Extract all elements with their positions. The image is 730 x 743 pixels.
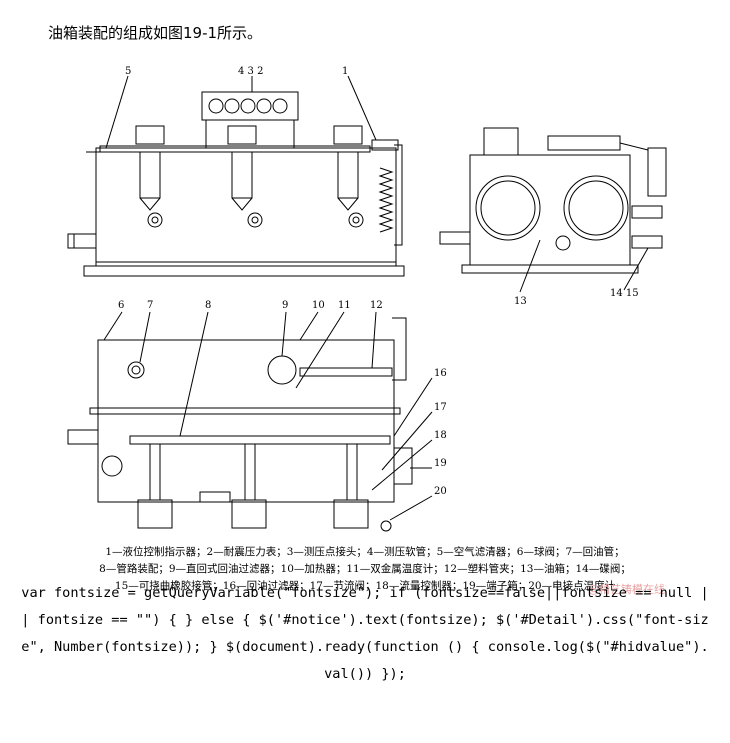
label-20: 20 — [434, 486, 447, 497]
label-13: 13 — [514, 296, 527, 307]
page-heading: 油箱装配的组成如图19-1所示。 — [48, 24, 263, 42]
label-6: 6 — [118, 300, 124, 311]
leaked-script-text: var fontsize = getQueryVariable("fontsiz… — [21, 585, 709, 682]
label-10: 10 — [312, 300, 325, 311]
legend-line-3: 15—可挠曲橡胶接管；16—回油过滤器；17—节流阀；18—流量控制器；19—端… — [114, 580, 616, 592]
legend-line-2: 8—管路装配；9—直回式回油过滤器；10—加热器；11—双金属温度计；12—塑料… — [99, 563, 631, 575]
filter-2 — [227, 125, 257, 211]
filter-1 — [135, 125, 165, 211]
side-view — [439, 127, 667, 293]
filter-3 — [333, 125, 363, 211]
label-12: 12 — [370, 300, 383, 311]
label-7: 7 — [147, 300, 153, 311]
label-14-15: 14 15 — [610, 288, 639, 299]
pressure-gauges — [208, 98, 288, 114]
parts-legend: 1—液位控制指示器；2—耐震压力表；3—测压点接头；4—测压软管；5—空气滤清器… — [40, 544, 690, 595]
label-18: 18 — [434, 430, 447, 441]
oil-tank-assembly-drawing: 5 4 3 2 1 13 14 15 6 7 8 9 10 11 12 16 1… — [67, 66, 667, 532]
label-17: 17 — [434, 402, 447, 413]
front-view — [67, 75, 405, 277]
label-5: 5 — [125, 66, 131, 77]
label-8: 8 — [205, 300, 211, 311]
label-1: 1 — [342, 66, 348, 77]
watermark-text: @精艺铸模在线 — [588, 583, 665, 596]
label-4-3-2: 4 3 2 — [238, 66, 263, 77]
label-9: 9 — [282, 300, 288, 311]
legend-line-1: 1—液位控制指示器；2—耐震压力表；3—测压点接头；4—测压软管；5—空气滤清器… — [105, 546, 625, 558]
plan-view — [67, 311, 433, 532]
label-19: 19 — [434, 458, 447, 469]
label-11: 11 — [338, 300, 351, 311]
label-16: 16 — [434, 368, 447, 379]
